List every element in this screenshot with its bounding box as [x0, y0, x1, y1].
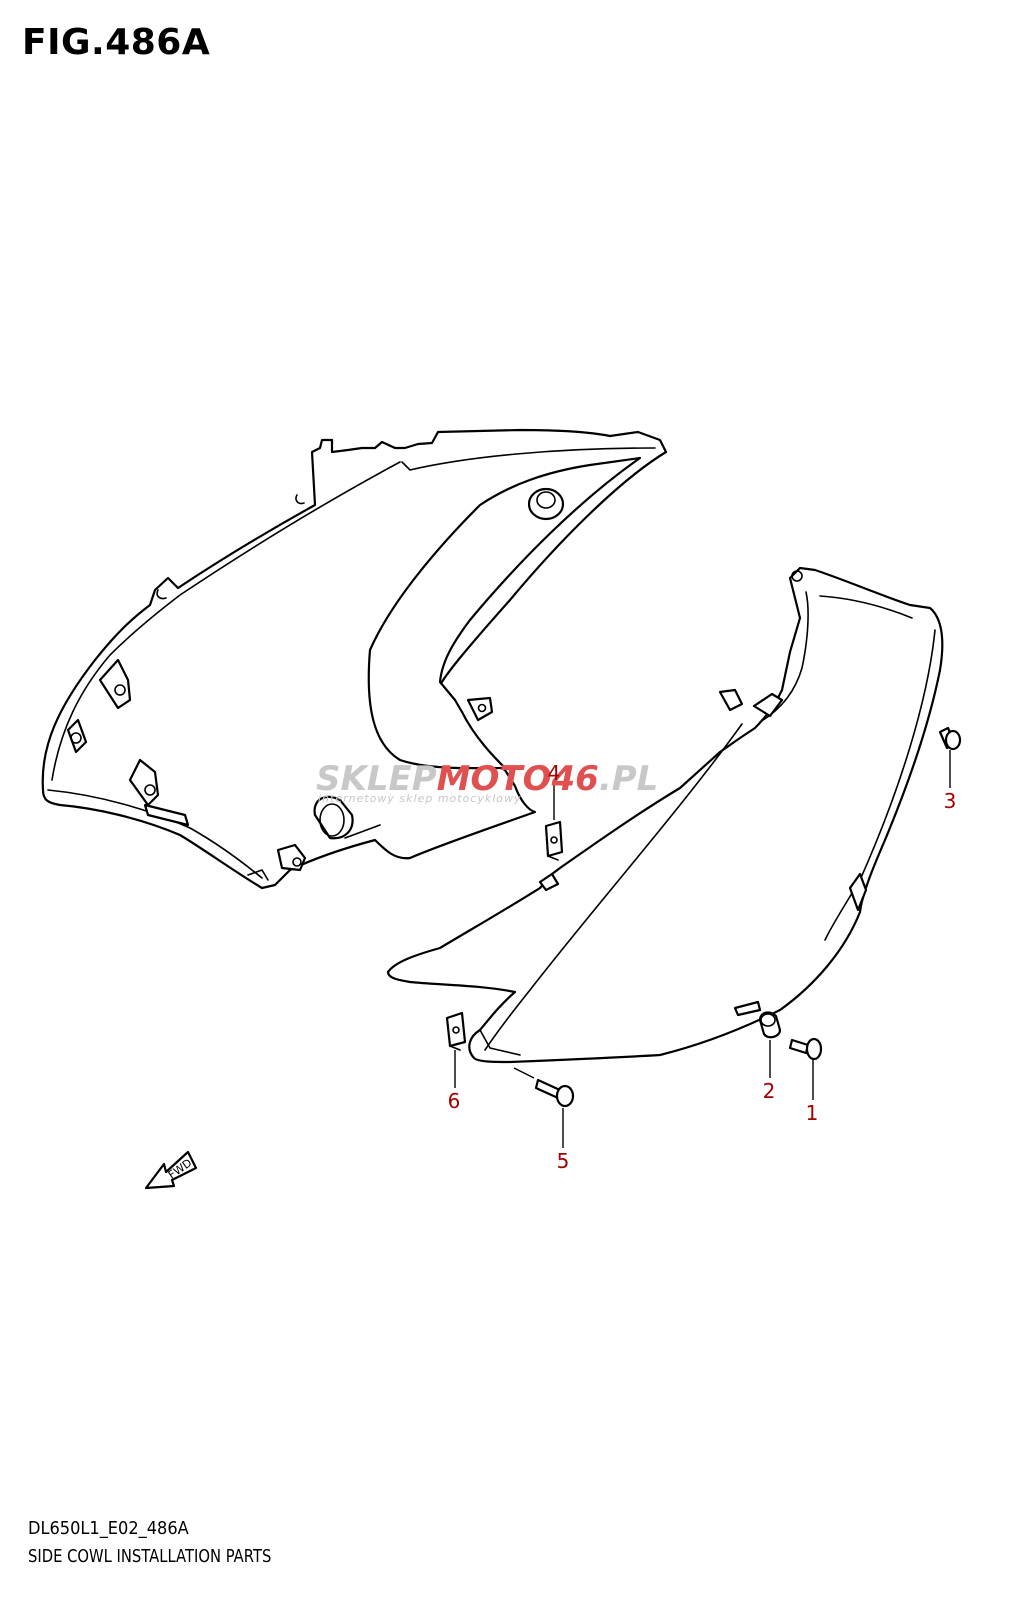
figure-title: FIG.486A [22, 22, 211, 63]
part-1-screw [788, 1037, 823, 1100]
part-2-grommet [758, 1011, 782, 1078]
callout-2: 2 [763, 1079, 776, 1103]
watermark-text-3: 46 [551, 759, 599, 799]
left-side-cowl [41, 428, 668, 890]
watermark-subtitle: internetowy sklep motocyklowy [318, 792, 522, 805]
callout-3: 3 [944, 789, 957, 813]
figure-code: DL650L1_E02_486A [28, 1518, 189, 1539]
right-side-cowl [386, 566, 944, 1064]
watermark-text-2: MOTO [437, 759, 552, 799]
part-5-screw [513, 1067, 575, 1148]
part-4-clip [544, 782, 564, 861]
figure-description: SIDE COWL INSTALLATION PARTS [28, 1546, 272, 1567]
callout-4: 4 [548, 761, 561, 785]
callout-1: 1 [806, 1101, 819, 1125]
watermark-text-4: .PL [599, 759, 659, 799]
watermark: SKLEPMOTO46.PL internetowy sklep motocyk… [316, 759, 658, 805]
callout-5: 5 [557, 1149, 570, 1173]
callout-6: 6 [448, 1089, 461, 1113]
svg-text:SKLEPMOTO46.PL: SKLEPMOTO46.PL [316, 759, 658, 799]
part-6-clip [445, 1011, 467, 1088]
part-3-screw [938, 726, 962, 788]
fwd-arrow: FWD [144, 1150, 198, 1190]
watermark-text-1: SKLEP [316, 759, 437, 799]
